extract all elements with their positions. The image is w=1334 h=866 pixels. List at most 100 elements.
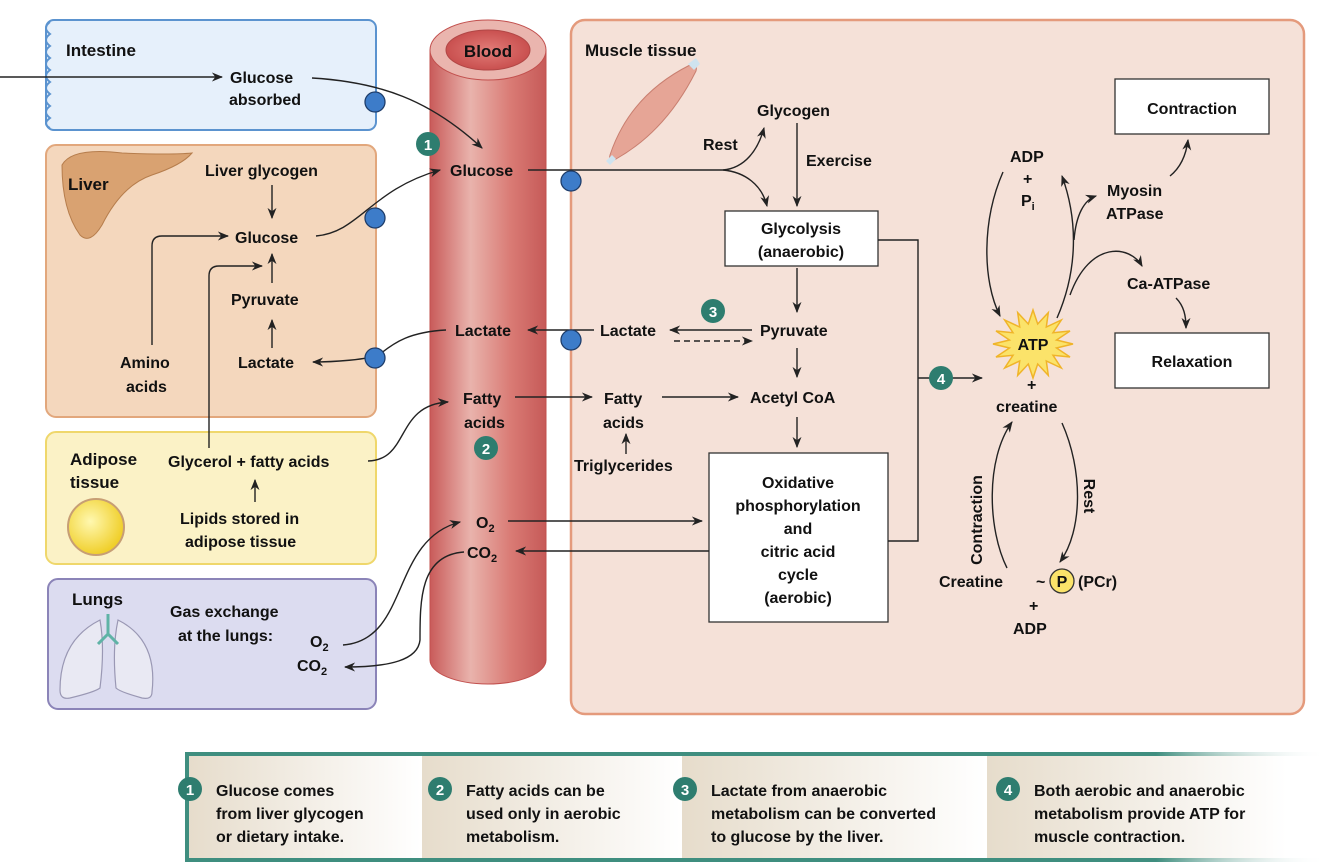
adipose-lipids-2: adipose tissue (185, 534, 296, 551)
muscle-exercise-label: Exercise (806, 153, 872, 170)
muscle-triglycerides: Triglycerides (574, 458, 673, 475)
legend-text-line: to glucose by the liver. (711, 829, 884, 846)
legend-text-line: used only in aerobic (466, 806, 621, 823)
blood-title: Blood (464, 42, 512, 61)
muscle-fiber-icon (606, 58, 700, 165)
rest-to-glycogen-arrow (722, 126, 766, 171)
muscle-atp: ATP (1018, 337, 1049, 354)
blood-fatty-1: Fatty (463, 391, 501, 408)
contraction-box (1114, 78, 1270, 135)
legend-badge (178, 777, 202, 801)
muscle-pcr: (PCr) (1078, 574, 1117, 591)
muscle-adp-bottom: ADP (1013, 621, 1047, 638)
adipose-to-blood-arrow (367, 398, 450, 462)
muscle-fatty-2: acids (603, 415, 644, 432)
transporter-icon (364, 91, 386, 113)
blood-fatty-2: acids (464, 415, 505, 432)
liver-pyruvate: Pyruvate (231, 292, 299, 309)
legend-panel: 1 Glucose comes from liver glycogen or diet… (178, 752, 1329, 862)
adipose-title-1: Adipose (70, 450, 137, 469)
contraction-vertical-label: Contraction (969, 475, 986, 565)
atp-bracket (878, 239, 919, 542)
lungs-region: Lungs (47, 578, 377, 710)
legend-badge (996, 777, 1020, 801)
phosphate-icon: P (1049, 568, 1075, 594)
legend-badge-number: 1 (186, 782, 194, 799)
legend-item-1: 1 Glucose comes from liver glycogen or diet… (178, 777, 364, 846)
transporter-icon (364, 347, 386, 369)
contraction-label: Contraction (1147, 101, 1237, 118)
svg-text:2: 2 (482, 441, 490, 458)
muscle-plus-3: + (1029, 598, 1038, 615)
blood-lactate: Lactate (455, 323, 511, 340)
legend-text-line: metabolism provide ATP for (1034, 806, 1245, 823)
legend-text-line: from liver glycogen (216, 806, 364, 823)
badge-4: 4 (929, 366, 953, 390)
liver-title: Liver (68, 175, 109, 194)
legend-badge (428, 777, 452, 801)
liver-region: Liver (45, 144, 377, 418)
oxidative-line-4: citric acid (761, 544, 836, 561)
muscle-plus-1: + (1023, 171, 1032, 188)
muscle-myosin-2: ATPase (1106, 206, 1164, 223)
legend-badge-number: 2 (436, 782, 444, 799)
liver-lactate: Lactate (238, 355, 294, 372)
intestine-glucose: Glucose (230, 70, 293, 87)
glucose-to-glycolysis-arrow (722, 169, 770, 208)
intestine-title: Intestine (66, 41, 136, 60)
creatine-rest-arrow (1059, 422, 1079, 563)
liver-amino-2: acids (126, 379, 167, 396)
transporter-icon (364, 207, 386, 229)
myosin-to-contraction-arrow (1169, 138, 1192, 177)
blood-o2: O2 (476, 515, 495, 535)
muscle-pi: Pi (1021, 193, 1035, 213)
muscle-pyruvate: Pyruvate (760, 323, 828, 340)
glycolysis-box (724, 210, 879, 267)
rest-vertical-label: Rest (1080, 479, 1097, 514)
liver-glucose-to-blood-arrow (315, 168, 442, 237)
muscle-lactate: Lactate (600, 323, 656, 340)
liver-glycogen: Liver glycogen (205, 163, 318, 180)
liver-amino-1: Amino (120, 355, 170, 372)
oxidative-line-2: phosphorylation (735, 498, 860, 515)
lungs-icon (59, 614, 154, 699)
creatine-contraction-arrow (991, 421, 1013, 569)
muscle-tilde: ~ (1036, 574, 1045, 591)
legend-badge-number: 4 (1004, 782, 1013, 799)
muscle-acetyl-coa: Acetyl CoA (750, 390, 836, 407)
muscle-rest-label: Rest (703, 137, 738, 154)
atp-star-icon: ATP (992, 307, 1074, 381)
badge-2: 2 (474, 436, 498, 460)
relaxation-label: Relaxation (1152, 354, 1233, 371)
oxidative-line-3: and (784, 521, 812, 538)
muscle-creatine: Creatine (939, 574, 1003, 591)
glycolysis-line-2: (anaerobic) (758, 244, 844, 261)
atp-to-adp-arrow (1056, 174, 1075, 319)
muscle-adp: ADP (1010, 149, 1044, 166)
oxidative-line-6: (aerobic) (764, 590, 832, 607)
legend-text-line: metabolism can be converted (711, 806, 936, 823)
glycerol-to-glucose-arrow (208, 261, 264, 448)
legend-text-line: Glucose comes (216, 783, 334, 800)
legend-text-line: Both aerobic and anaerobic (1034, 783, 1245, 800)
muscle-glycogen: Glycogen (757, 103, 830, 120)
ca-atpase-to-relaxation-arrow (1175, 297, 1191, 330)
muscle-ca-atpase: Ca-ATPase (1127, 276, 1210, 293)
transporter-icon (560, 329, 582, 351)
legend-badge (673, 777, 697, 801)
legend-text-line: metabolism. (466, 829, 559, 846)
badge-1: 1 (416, 132, 440, 156)
fat-cell-icon (67, 498, 125, 556)
adipose-region: Adipose tissue (45, 431, 377, 565)
intestine-villi (45, 21, 52, 129)
intestine-absorbed: absorbed (229, 92, 301, 109)
legend-text-line: or dietary intake. (216, 829, 344, 846)
svg-text:1: 1 (424, 137, 432, 154)
blood-glucose: Glucose (450, 163, 513, 180)
badge-3: 3 (701, 299, 725, 323)
intestine-region: Intestine (45, 19, 377, 131)
lungs-title: Lungs (72, 590, 123, 609)
